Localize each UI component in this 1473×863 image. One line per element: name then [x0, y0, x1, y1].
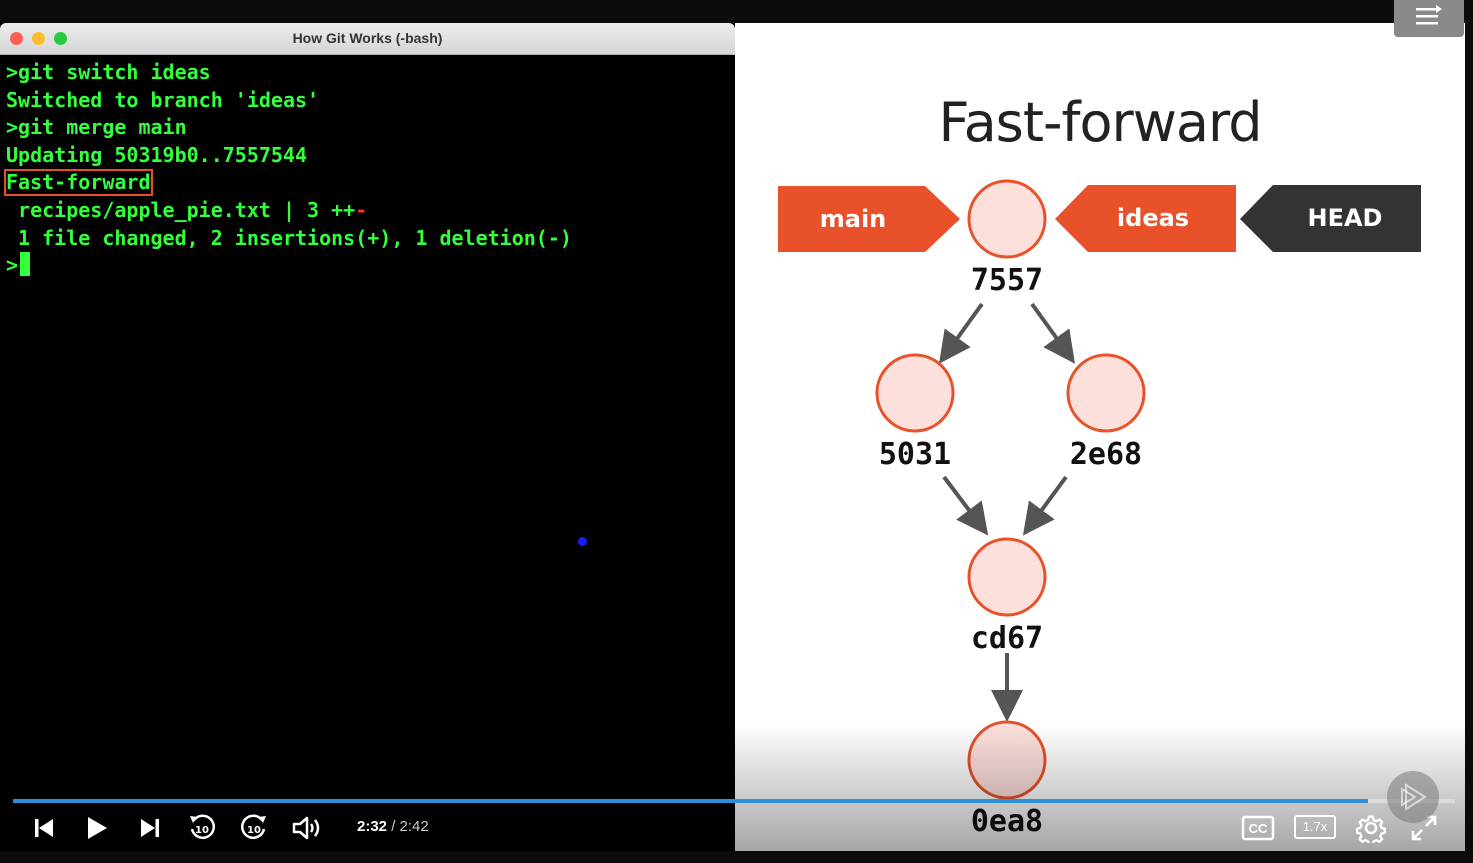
commit-label-cd67: cd67 [971, 621, 1043, 656]
volume-icon [292, 816, 320, 840]
skip-forward-icon [141, 819, 159, 837]
forward-10-icon: 10 [240, 814, 266, 839]
commit-label-5031: 5031 [879, 437, 951, 472]
terminal-line: Switched to branch 'ideas' [6, 87, 320, 112]
skip-back-icon [35, 819, 53, 837]
pluralsight-logo [1387, 771, 1439, 823]
cc-label: CC [1249, 821, 1268, 836]
next-button[interactable] [136, 808, 164, 848]
fullscreen-icon [1411, 815, 1437, 841]
terminal-output[interactable]: >git switch ideas Switched to branch 'id… [4, 59, 726, 280]
rewind-10-button[interactable]: 10 [186, 808, 218, 848]
progress-fill [13, 799, 1369, 803]
terminal-line: >git merge main [6, 115, 187, 140]
terminal-line: >git switch ideas [6, 60, 211, 84]
maximize-icon[interactable] [54, 32, 67, 45]
fullscreen-button[interactable] [1408, 808, 1440, 848]
total-time: 2:42 [399, 818, 429, 835]
diffstat-deletion: - [355, 197, 368, 222]
settings-icon [1356, 815, 1386, 843]
main-tag-label: main [820, 205, 887, 233]
terminal-window: How Git Works (-bash) >git switch ideas … [0, 23, 735, 851]
svg-text:10: 10 [195, 825, 209, 836]
arrow-7557-5031 [938, 302, 984, 364]
commit-node-5031 [875, 353, 955, 433]
terminal-title: How Git Works (-bash) [292, 30, 443, 46]
previous-button[interactable] [30, 808, 58, 848]
minimize-icon[interactable] [32, 32, 45, 45]
commit-node-cd67 [967, 537, 1047, 617]
cc-icon: CC [1241, 815, 1275, 841]
terminal-line: recipes/apple_pie.txt | 3 ++ [6, 197, 356, 222]
commit-label-0ea8: 0ea8 [971, 804, 1043, 839]
pointer-dot [578, 537, 587, 546]
commit-label-7557: 7557 [971, 263, 1043, 298]
progress-bar[interactable] [13, 799, 1455, 803]
arrow-2e68-cd67 [1022, 475, 1068, 536]
menu-icon [1416, 5, 1442, 25]
play-icon [88, 817, 107, 839]
rewind-10-icon: 10 [190, 814, 216, 839]
slide-panel: Fast-forward main ideas HEAD 7557 5031 2… [735, 23, 1465, 851]
fast-forward-highlight: Fast-forward [4, 169, 153, 197]
head-tag-label: HEAD [1308, 204, 1383, 232]
arrow-7557-2e68 [1030, 302, 1076, 364]
play-logo-icon [1401, 783, 1427, 811]
terminal-cursor [20, 252, 31, 277]
settings-button[interactable] [1354, 808, 1388, 848]
terminal-titlebar[interactable]: How Git Works (-bash) [0, 23, 735, 55]
playlist-menu-button[interactable] [1394, 0, 1464, 37]
forward-10-button[interactable]: 10 [238, 808, 270, 848]
close-icon[interactable] [10, 32, 23, 45]
commit-node-7557 [967, 179, 1047, 259]
ideas-tag-label: ideas [1117, 204, 1189, 232]
time-display: 2:32 / 2:42 [357, 818, 429, 835]
captions-button[interactable]: CC [1240, 808, 1276, 848]
speed-label: 1.7x [1302, 819, 1328, 834]
commit-node-0ea8 [967, 720, 1047, 800]
commit-graph: main ideas HEAD 7557 5031 2e68 cd67 0ea8 [778, 179, 1421, 839]
arrow-5031-cd67 [942, 475, 989, 536]
svg-text:10: 10 [247, 825, 261, 836]
volume-button[interactable] [290, 808, 324, 848]
main-tag [778, 186, 960, 252]
playback-speed-button[interactable]: 1.7x [1294, 815, 1336, 839]
terminal-line: Updating 50319b0..7557544 [6, 142, 308, 167]
terminal-prompt: > [6, 253, 19, 278]
commit-node-2e68 [1066, 353, 1146, 433]
head-tag [1240, 185, 1421, 252]
ideas-tag [1055, 185, 1236, 252]
terminal-line: 1 file changed, 2 insertions(+), 1 delet… [6, 225, 572, 250]
commit-label-2e68: 2e68 [1070, 437, 1142, 472]
play-button[interactable] [82, 808, 112, 848]
slide-title: Fast-forward [938, 91, 1262, 154]
current-time: 2:32 [357, 818, 388, 835]
time-separator: / [387, 818, 400, 835]
